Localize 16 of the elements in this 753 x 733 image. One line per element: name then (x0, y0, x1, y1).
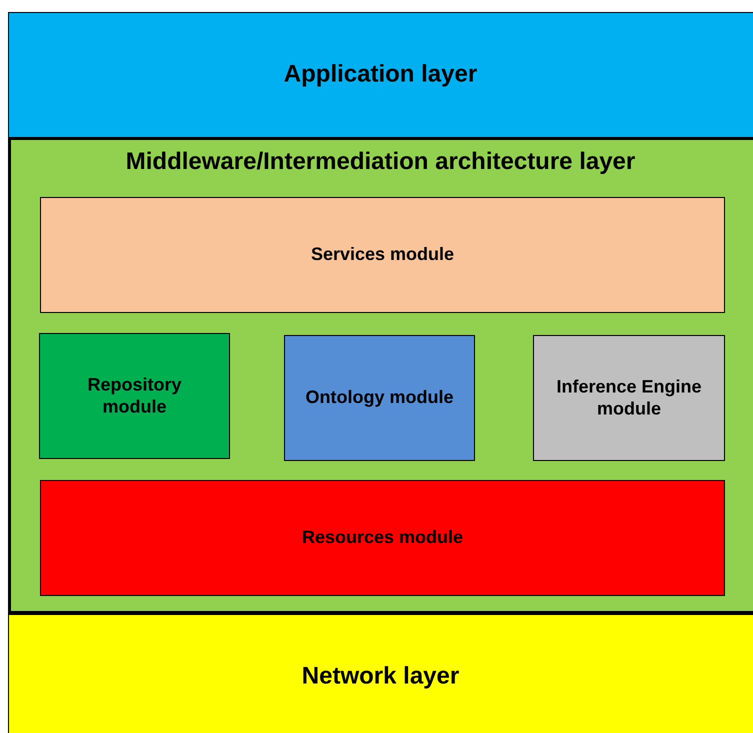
module-label: Inference Engine module (555, 376, 703, 420)
layer-band (8, 614, 753, 733)
module-box (40, 480, 725, 596)
module-label: Resources module (300, 527, 464, 549)
layer-panel (8, 137, 753, 614)
module-box (39, 333, 230, 459)
module-label: Services module (310, 244, 456, 266)
layer-title: Network layer (300, 662, 460, 691)
layer-title: Application layer (282, 60, 478, 90)
module-label: Repository module (86, 374, 183, 418)
layer-band (8, 12, 753, 138)
module-box (284, 335, 475, 461)
module-box (533, 335, 725, 461)
module-box (40, 197, 725, 313)
layer-title: Middleware/Intermediation architecture layer (124, 148, 636, 177)
module-label: Ontology module (304, 387, 454, 409)
